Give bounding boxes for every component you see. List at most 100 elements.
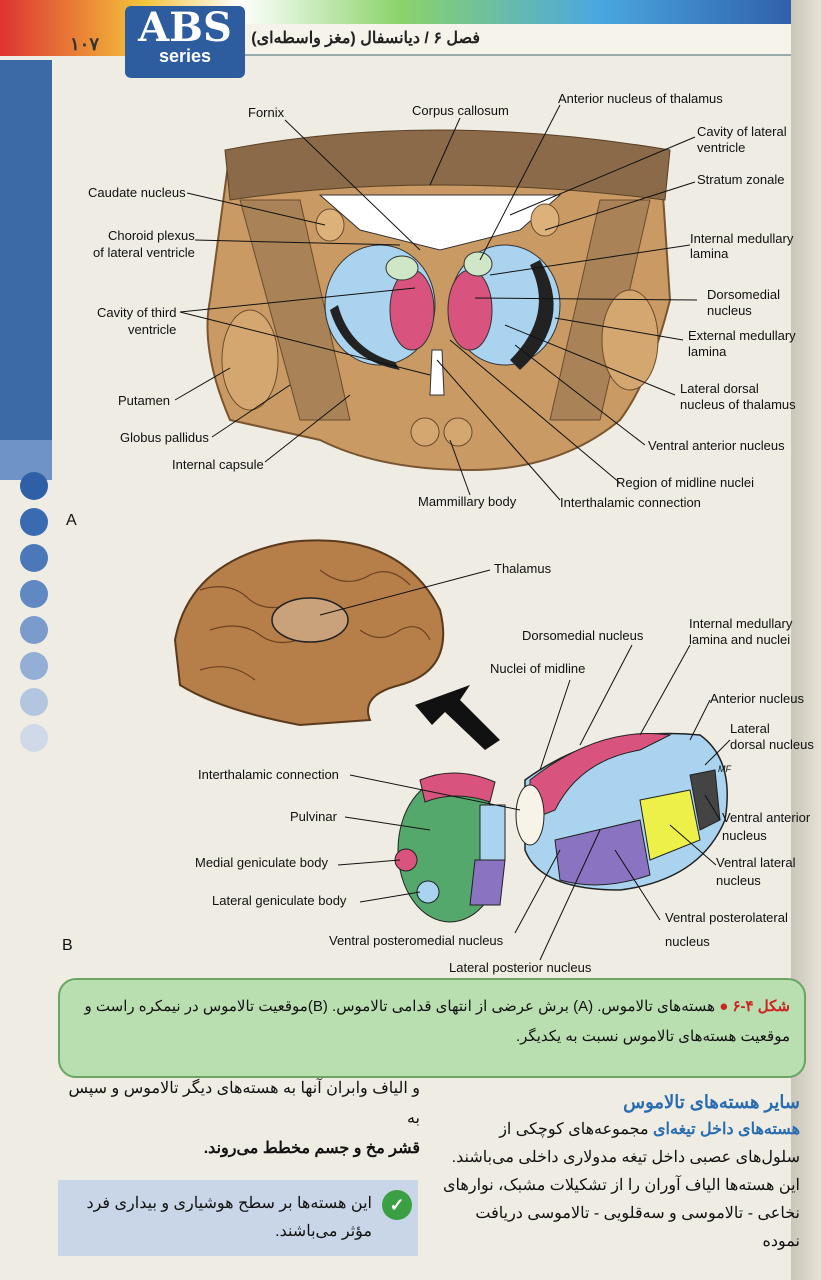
paragraph-line: و الیاف وابران آنها به هسته‌های دیگر تال… — [68, 1080, 420, 1127]
label-dorsomedial: Dorsomedial — [707, 287, 780, 302]
mammillary-right — [443, 417, 473, 447]
pulvinar-purple — [469, 859, 506, 906]
chapter-title: فصل ۶ / دیانسفال (مغز واسطه‌ای) — [251, 30, 480, 47]
pulvinar-blue — [479, 804, 506, 861]
margin-strip — [0, 60, 52, 440]
lateral-geniculate — [416, 880, 440, 904]
page-number: ۱۰۷ — [70, 34, 100, 54]
label-external-medullary: External medullary — [688, 328, 796, 343]
dorsomedial-right-pink — [447, 269, 493, 351]
label-ventral-anterior: Ventral anterior nucleus — [648, 438, 785, 453]
label-lateral-dorsal-b: Lateral — [730, 721, 770, 736]
margin-dot — [20, 652, 48, 680]
label-caudate-nucleus: Caudate nucleus — [88, 185, 186, 200]
abs-logo: ABS series — [125, 6, 245, 78]
note-text: این هسته‌ها بر سطح هوشیاری و بیداری فرد … — [86, 1195, 372, 1240]
label-mammillary-body: Mammillary body — [418, 494, 517, 509]
label-mf: MF — [718, 764, 731, 774]
figure-caption: شکل ۴-۶ ● هسته‌های تالاموس. (A) برش عرضی… — [70, 992, 791, 1052]
label-lateral-posterior: Lateral posterior nucleus — [449, 960, 592, 975]
header-strip — [240, 24, 800, 56]
arrow-pointer — [415, 685, 500, 750]
logo-subtitle: series — [158, 46, 212, 66]
label-medial-geniculate: Medial geniculate body — [195, 855, 328, 870]
panel-label-a: A — [66, 512, 77, 529]
label-thalamus: Thalamus — [494, 561, 552, 576]
paragraph-line: این هسته‌ها الیاف آوران را از تشکیلات مش… — [443, 1177, 800, 1194]
subsection-title: هسته‌های داخل تیغه‌ای — [653, 1121, 800, 1138]
margin-dot — [20, 616, 48, 644]
label-cavity-third: Cavity of third — [97, 305, 177, 320]
label-ventral-posterolateral: Ventral posterolateral — [665, 910, 788, 925]
margin-dot — [20, 580, 48, 608]
margin-dot — [20, 472, 48, 500]
label-choroid-plexus: Choroid plexus — [108, 228, 195, 243]
anterior-nucleus-left — [385, 255, 419, 281]
label-choroid-plexus-2: of lateral ventricle — [93, 245, 195, 260]
checkmark-icon: ✓ — [382, 1190, 412, 1220]
thalamus-hatched — [271, 597, 349, 643]
label-ventral-posterolateral-2: nucleus — [665, 934, 710, 949]
label-nucleus-1: nucleus — [707, 303, 752, 318]
section-title: سایر هسته‌های تالاموس — [623, 1092, 800, 1112]
putamen-left — [221, 309, 279, 411]
pulvinar-top-pink — [419, 772, 496, 803]
label-corpus-callosum: Corpus callosum — [412, 103, 509, 118]
panel-label-b: B — [62, 937, 73, 954]
interthalamic-connection — [515, 784, 545, 846]
label-midline-region: Region of midline nuclei — [616, 475, 755, 490]
margin-dots — [20, 472, 48, 760]
paragraph-line: قشر مخ و جسم مخطط می‌روند. — [203, 1140, 420, 1157]
margin-dot — [20, 544, 48, 572]
label-globus-pallidus: Globus pallidus — [120, 430, 209, 445]
figure-b-thalamus-nuclei — [173, 539, 731, 961]
label-internal-capsule: Internal capsule — [172, 457, 264, 472]
lateral-ventricle-cavity — [318, 194, 562, 251]
bullet-icon: ● — [715, 998, 729, 1015]
label-pulvinar: Pulvinar — [290, 809, 337, 824]
label-ventral-lateral-2: nucleus — [716, 873, 761, 888]
label-putamen: Putamen — [118, 393, 171, 408]
label-lateral-dorsal-2: nucleus of thalamus — [680, 397, 796, 412]
label-ventricle: ventricle — [128, 322, 177, 337]
caption-text: هسته‌های تالاموس. (A) برش عرضی از انتهای… — [84, 998, 791, 1045]
caudate-right — [530, 203, 560, 237]
figure-caption-box: شکل ۴-۶ ● هسته‌های تالاموس. (A) برش عرضی… — [58, 978, 806, 1078]
label-lateral-geniculate: Lateral geniculate body — [212, 893, 347, 908]
label-ventral-anterior-b-2: nucleus — [722, 828, 767, 843]
margin-dot — [20, 688, 48, 716]
corpus-callosum-band — [224, 129, 671, 201]
label-lateral-dorsal-b-2: dorsal nucleus — [730, 737, 814, 752]
label-lamina-nuclei-b: lamina and nuclei — [689, 632, 791, 647]
leader-lines-a — [174, 104, 698, 501]
label-stratum-zonale: Stratum zonale — [697, 172, 785, 187]
paragraph-text: مجموعه‌های کوچکی از — [499, 1121, 649, 1138]
note-box: ✓ این هسته‌ها بر سطح هوشیاری و بیداری فر… — [58, 1180, 418, 1256]
label-lamina-1: lamina — [690, 246, 729, 261]
anterior-nucleus-right — [463, 251, 493, 277]
body-left-column: و الیاف وابران آنها به هسته‌های دیگر تال… — [60, 1074, 420, 1164]
margin-dot — [20, 508, 48, 536]
label-ventral-anterior-b: Ventral anterior — [722, 810, 811, 825]
label-fornix: Fornix — [248, 105, 285, 120]
label-midline-b: Nuclei of midline — [490, 661, 586, 676]
label-anterior-nucleus-b: Anterior nucleus — [710, 691, 804, 706]
label-ventral-posteromedial: Ventral posteromedial nucleus — [329, 933, 504, 948]
label-lamina-2: lamina — [688, 344, 727, 359]
logo-title: ABS — [138, 4, 232, 51]
dorsomedial-left-pink — [389, 269, 435, 351]
figure-a-coronal-section — [174, 104, 698, 501]
putamen-right — [601, 289, 659, 391]
third-ventricle-cavity — [429, 349, 445, 396]
external-lamina-dark-left — [330, 305, 400, 370]
ventral-purple — [554, 819, 651, 886]
body-right-column: سایر هسته‌های تالاموس هسته‌های داخل تیغه… — [440, 1088, 800, 1256]
label-anterior-nucleus-thalamus: Anterior nucleus of thalamus — [558, 91, 723, 106]
internal-capsule-left — [239, 199, 351, 421]
external-lamina-dark — [510, 260, 554, 370]
label-internal-medullary-b: Internal medullary — [689, 616, 793, 631]
mammillary-left — [410, 417, 440, 447]
label-ventral-lateral: Ventral lateral — [716, 855, 796, 870]
paragraph-line: نخاعی - تالاموسی و سه‌قلویی - تالاموسی د… — [475, 1205, 800, 1250]
